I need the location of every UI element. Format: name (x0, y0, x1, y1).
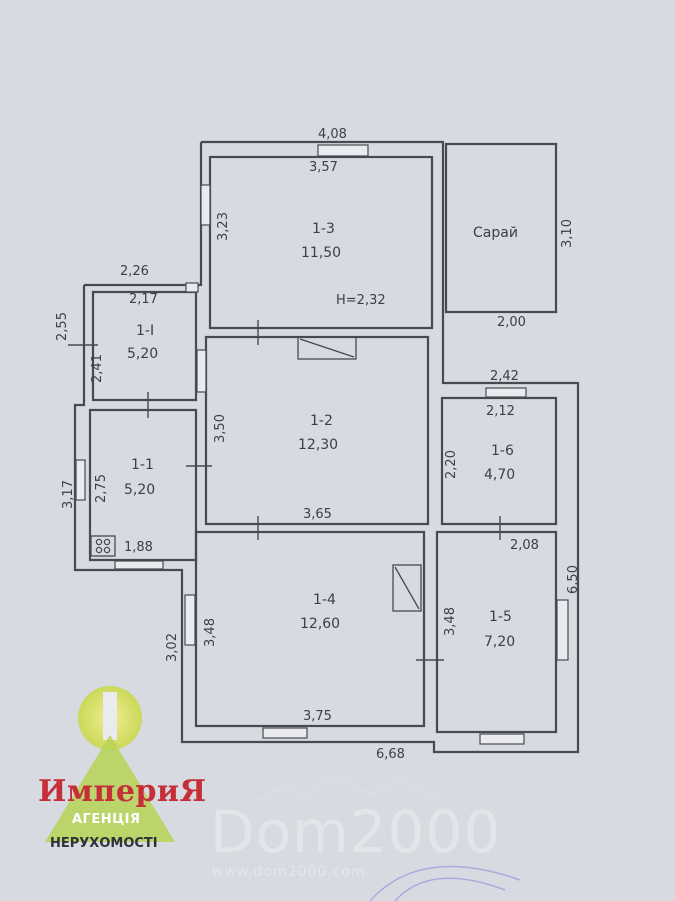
dim-r16-left: 2,20 (443, 450, 459, 479)
dim-porch-left-outer: 2,55 (54, 312, 70, 341)
room-1-5-id: 1-5 (489, 609, 512, 625)
wall-room-1-4 (194, 530, 426, 728)
dim-left-1-2: 3,50 (212, 414, 228, 443)
window-1-5-bottom (479, 733, 525, 745)
room-1-6-area: 4,70 (484, 467, 516, 483)
room-1-I-area: 5,20 (127, 346, 159, 362)
wall-room-1-6 (440, 396, 558, 526)
wall-room-1-1 (88, 408, 198, 562)
windows (75, 144, 569, 745)
window-left-1-3 (200, 184, 211, 226)
stoves (90, 336, 422, 612)
dim-r11-left-outer: 3,17 (60, 480, 76, 509)
dim-porch-top-inner: 2,17 (129, 292, 158, 307)
window-1-1-bottom (114, 560, 164, 570)
shed-label: Сарай (473, 225, 518, 241)
dom2000-brand: Dom2000 (210, 798, 502, 866)
room-1-1-id: 1-1 (131, 457, 154, 473)
stamp (369, 865, 521, 901)
dim-left-1-3: 3,23 (215, 212, 231, 241)
ceiling-height-label: H=2,32 (336, 293, 386, 308)
outer-wall-main (73, 140, 580, 754)
room-1-3-area: 11,50 (301, 245, 342, 261)
dom2000-house-icon (253, 771, 442, 805)
wall-room-1-5 (435, 530, 558, 734)
agency-line-2: НЕРУХОМОСТІ (50, 836, 158, 851)
room-1-3-id: 1-3 (312, 221, 335, 237)
agency-line-1: АГЕНЦІЯ (72, 812, 141, 827)
dim-r16-top-inner: 2,12 (486, 404, 515, 419)
room-1-2-id: 1-2 (310, 413, 333, 429)
imperiya-logo-text: ИмпериЯ (38, 774, 207, 809)
dim-r12-bottom: 3,65 (303, 507, 332, 522)
sun-icon-tower (103, 692, 117, 740)
window-top (317, 144, 369, 157)
room-1-I-id: 1-I (136, 323, 155, 339)
wall-shed (444, 142, 558, 314)
dim-shed-right: 3,10 (559, 219, 575, 248)
room-1-2-area: 12,30 (298, 437, 339, 453)
window-1-4-bottom (262, 727, 308, 739)
cooker-1-1 (90, 535, 116, 557)
dim-r15-left: 3,48 (442, 607, 458, 636)
cooker-burner (95, 538, 103, 546)
dim-r16-top-outer: 2,42 (490, 369, 519, 384)
dim-porch-top-outer: 2,26 (120, 264, 149, 279)
window-1-4-left (184, 594, 196, 646)
wall-room-1-I (91, 290, 198, 402)
dom2000-url: www.dom2000.com (212, 864, 366, 880)
cooker-burner (95, 546, 103, 554)
window-porch-top (185, 282, 199, 293)
triangle-icon (45, 735, 175, 842)
dim-r11-bottom: 1,88 (124, 540, 153, 555)
room-1-1-area: 5,20 (124, 482, 156, 498)
room-1-6-id: 1-6 (491, 443, 514, 459)
window-1-5-right (556, 599, 569, 661)
doors (68, 320, 501, 661)
stove-1-4-diag (394, 566, 420, 610)
cooker-burner (103, 538, 111, 546)
window-1-1-left (75, 459, 86, 501)
dim-r14-left-outer: 3,02 (164, 633, 180, 662)
stove-1-4 (392, 564, 422, 612)
window-left-1-2 (196, 349, 207, 393)
dim-shed-bottom: 2,00 (497, 315, 526, 330)
dim-porch-left-inner: 2,41 (89, 354, 105, 383)
wall-room-1-3 (208, 155, 434, 330)
dim-r11-left-inner: 2,75 (93, 474, 109, 503)
dim-bottom-outer: 6,68 (376, 747, 405, 762)
imperiya-logo (45, 686, 175, 842)
dim-top-inner: 3,57 (309, 160, 338, 175)
dim-top-outer: 4,08 (318, 127, 347, 142)
cooker-burner (103, 546, 111, 554)
dim-r15-top: 2,08 (510, 538, 539, 553)
stove-1-2-diag (299, 338, 355, 358)
dim-r14-bottom: 3,75 (303, 709, 332, 724)
dim-r14-left-inner: 3,48 (202, 618, 218, 647)
room-1-4-area: 12,60 (300, 616, 341, 632)
window-1-6-top (485, 387, 527, 398)
room-1-4-id: 1-4 (313, 592, 336, 608)
stove-1-2 (297, 336, 357, 360)
dim-right-outer: 6,50 (565, 565, 581, 594)
room-1-5-area: 7,20 (484, 634, 516, 650)
